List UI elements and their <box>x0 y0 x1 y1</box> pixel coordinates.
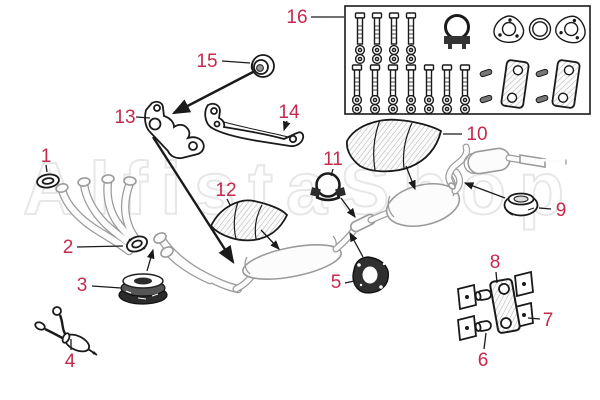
callout-labels: 1 2 3 4 5 6 7 8 9 10 11 12 13 14 15 16 <box>41 7 567 372</box>
callout-11: 11 <box>323 149 343 170</box>
part-bracket-14 <box>204 102 305 148</box>
part-flange-2 <box>126 235 148 253</box>
callout-12: 12 <box>215 180 236 201</box>
callout-5: 5 <box>331 272 342 293</box>
part-mount-assembly <box>457 271 534 341</box>
part-center-muffler <box>385 168 464 227</box>
part-valve-4 <box>34 306 98 356</box>
part-clamp-11 <box>310 172 346 202</box>
callout-16: 16 <box>286 7 307 28</box>
callout-1: 1 <box>41 146 52 167</box>
callout-2: 2 <box>63 237 74 258</box>
part-donut-mount-9 <box>503 192 539 217</box>
leader-lines <box>45 16 552 350</box>
hardware-kit-box <box>344 5 591 115</box>
callout-10: 10 <box>466 124 487 145</box>
part-heat-shield-10 <box>346 118 443 173</box>
kit-u-clamp <box>444 14 470 49</box>
part-resonator <box>232 226 358 293</box>
callout-3: 3 <box>77 275 88 296</box>
kit-ring-gasket <box>528 17 552 41</box>
callout-7: 7 <box>543 310 554 331</box>
part-front-pipe <box>153 232 243 294</box>
callout-6: 6 <box>478 350 489 371</box>
callout-13: 13 <box>114 107 135 128</box>
callout-15: 15 <box>196 51 217 72</box>
part-rear-muffler <box>445 143 567 190</box>
part-grommet-15 <box>250 54 275 78</box>
part-heat-shield-12 <box>209 199 289 242</box>
callout-4: 4 <box>65 351 76 372</box>
callout-8: 8 <box>490 252 501 273</box>
part-bracket-13 <box>144 100 205 160</box>
part-gasket-5 <box>352 256 389 294</box>
part-flex-gasket-3 <box>118 273 168 305</box>
callout-9: 9 <box>556 200 567 221</box>
callout-14: 14 <box>278 102 300 123</box>
part-gasket-1 <box>36 173 60 189</box>
